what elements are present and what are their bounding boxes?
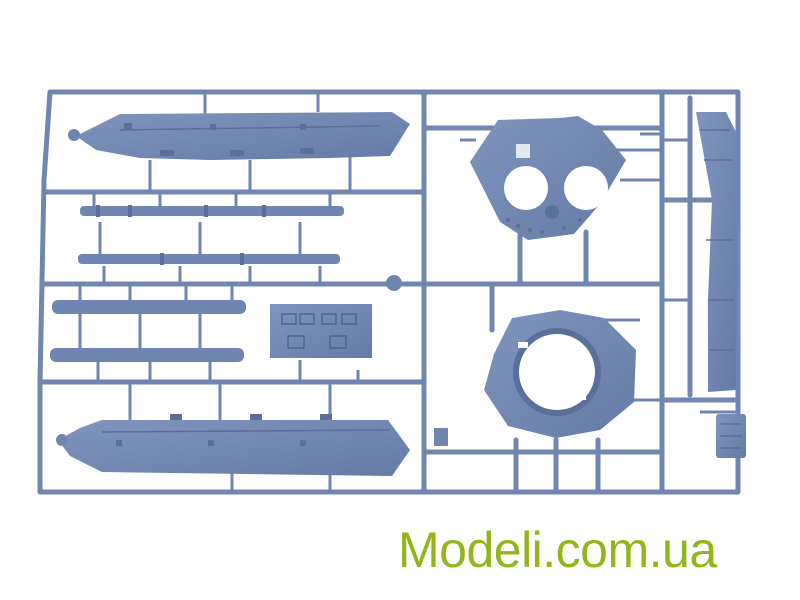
turret-roof <box>470 116 626 240</box>
stowage-box <box>716 414 746 458</box>
gun-barrel-rods <box>50 205 344 362</box>
hull-side-plate-bottom <box>56 414 448 476</box>
site-watermark: Modeli.com.ua <box>398 522 717 578</box>
fender-strip <box>696 112 738 392</box>
sprue-knob <box>386 275 402 291</box>
hull-side-plate-top <box>68 112 410 160</box>
turret-ring <box>484 310 636 438</box>
hatch-detail-panel <box>270 304 372 358</box>
sprue-gates <box>78 94 736 490</box>
